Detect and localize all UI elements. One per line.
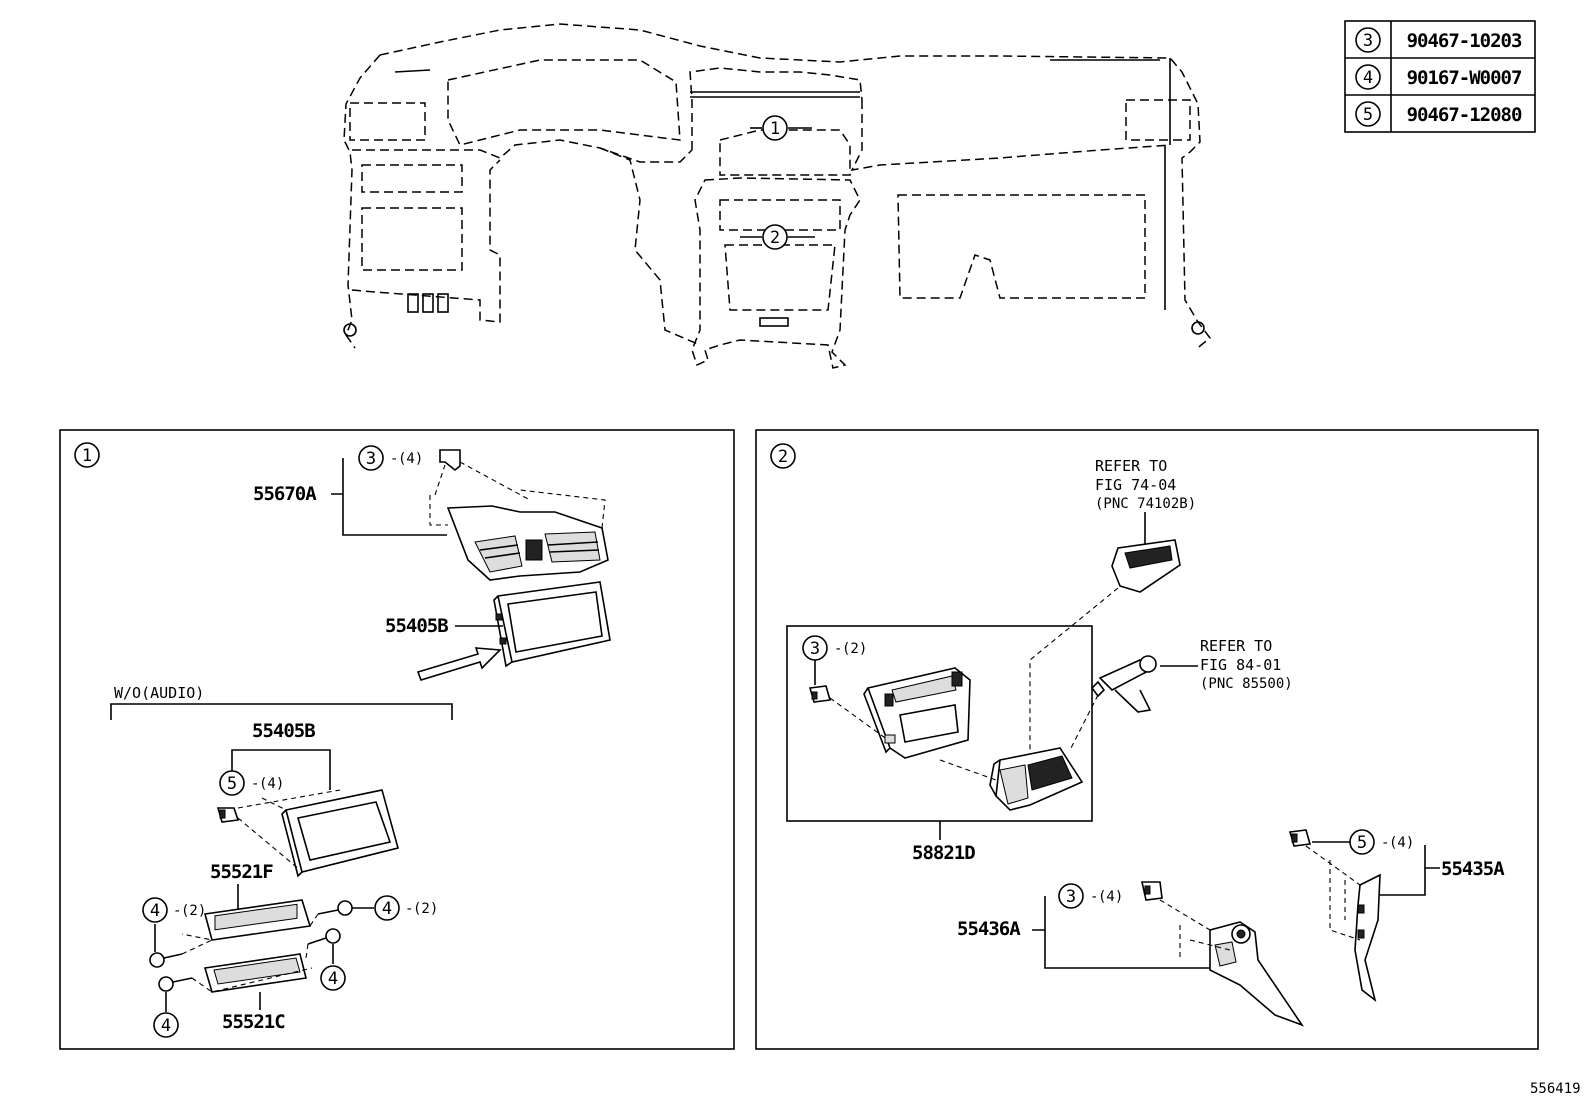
display-frame-upper xyxy=(493,581,611,668)
callout-5-panel2-qty: (4) xyxy=(1389,835,1414,851)
group-label-wo-audio: W/O(AUDIO) xyxy=(114,684,204,702)
side-trim-55435A xyxy=(1354,873,1381,1003)
center-vent-panel xyxy=(429,489,609,581)
part-label-55405B-top: 55405B xyxy=(385,615,448,637)
svg-text:-: - xyxy=(834,641,842,657)
parts-table-row: 4 90167-W0007 xyxy=(1355,64,1523,90)
screw-icon xyxy=(149,952,183,968)
svg-text:90167-W0007: 90167-W0007 xyxy=(1407,67,1522,89)
svg-text:FIG 74-04: FIG 74-04 xyxy=(1095,476,1176,494)
part-label-55436A: 55436A xyxy=(957,918,1021,940)
console-pocket xyxy=(989,747,1084,811)
svg-text:-: - xyxy=(251,776,259,792)
callout-5-qty: (4) xyxy=(259,776,284,792)
svg-text:1: 1 xyxy=(770,119,780,139)
panel-2-marker: 2 xyxy=(778,447,788,467)
svg-text:REFER TO: REFER TO xyxy=(1095,457,1167,475)
cigarette-lighter-icon xyxy=(1090,655,1157,713)
detail-panel-1: 1 3 - (4) 55670A 55405B xyxy=(59,429,735,1050)
side-trim-55436A xyxy=(1209,921,1305,1027)
figure-number: 556419 xyxy=(1530,1081,1581,1097)
callout-4-left: 4 xyxy=(150,901,160,921)
detail-panel-2: 2 REFER TO FIG 74-04 (PNC 74102B) REFER … xyxy=(755,429,1539,1050)
svg-text:4: 4 xyxy=(1363,68,1373,88)
callout-3-lower-qty: (4) xyxy=(1098,889,1123,905)
callout-5-panel2: 5 xyxy=(1357,833,1367,853)
callout-4-bottom: 4 xyxy=(161,1016,171,1036)
svg-text:-: - xyxy=(173,903,181,919)
part-label-55435A: 55435A xyxy=(1441,858,1505,880)
parts-table-row: 3 90467-10203 xyxy=(1355,27,1523,53)
part-label-55405B: 55405B xyxy=(252,720,315,742)
switch-base-55521F xyxy=(203,899,312,941)
overview-marker-1: 1 xyxy=(750,115,812,141)
ashtray-icon xyxy=(1111,539,1181,593)
reference-note-fig-84-01: REFER TO FIG 84-01 (PNC 85500) xyxy=(1200,637,1293,692)
svg-text:-: - xyxy=(390,451,398,467)
display-frame-lower xyxy=(237,789,399,878)
callout-5: 5 xyxy=(227,774,237,794)
part-label-55521C: 55521C xyxy=(222,1011,285,1033)
svg-text:(PNC 85500): (PNC 85500) xyxy=(1200,676,1293,692)
callout-3-lower: 3 xyxy=(1066,887,1076,907)
svg-text:(PNC 74102B): (PNC 74102B) xyxy=(1095,496,1196,512)
reference-note-fig-74-04: REFER TO FIG 74-04 (PNC 74102B) xyxy=(1095,457,1196,512)
callout-4-right-qty: (2) xyxy=(413,901,438,917)
callout-3-qty: (4) xyxy=(398,451,423,467)
svg-text:-: - xyxy=(405,901,413,917)
overview-marker-2: 2 xyxy=(740,224,815,250)
callout-4-lower-right: 4 xyxy=(328,969,338,989)
svg-text:5: 5 xyxy=(1363,105,1373,125)
callout-4-left-qty: (2) xyxy=(181,903,206,919)
switch-base-55521C xyxy=(203,953,307,993)
part-label-55670A: 55670A xyxy=(253,483,317,505)
callout-3-box-qty: (2) xyxy=(842,641,867,657)
svg-text:-: - xyxy=(1381,835,1389,851)
parts-table: 3 90467-10203 4 90167-W0007 5 90467-1208… xyxy=(1344,20,1536,133)
screw-icon xyxy=(158,976,193,992)
callout-3: 3 xyxy=(366,449,376,469)
part-label-58821D: 58821D xyxy=(912,842,975,864)
parts-table-row: 5 90467-12080 xyxy=(1355,101,1523,127)
callout-3-box: 3 xyxy=(810,639,820,659)
part-label-55521F: 55521F xyxy=(210,861,273,883)
dashboard-overview: 1 2 xyxy=(343,23,1212,369)
screw-icon xyxy=(317,900,353,916)
svg-text:2: 2 xyxy=(770,228,780,248)
svg-text:FIG 84-01: FIG 84-01 xyxy=(1200,656,1281,674)
svg-text:-: - xyxy=(1090,889,1098,905)
callout-4-right: 4 xyxy=(382,899,392,919)
svg-text:REFER TO: REFER TO xyxy=(1200,637,1272,655)
svg-text:90467-12080: 90467-12080 xyxy=(1407,104,1522,126)
svg-text:90467-10203: 90467-10203 xyxy=(1407,30,1522,52)
console-bezel xyxy=(863,667,971,759)
panel-1-marker: 1 xyxy=(82,446,92,466)
screw-icon xyxy=(307,928,341,945)
svg-text:3: 3 xyxy=(1363,31,1373,51)
